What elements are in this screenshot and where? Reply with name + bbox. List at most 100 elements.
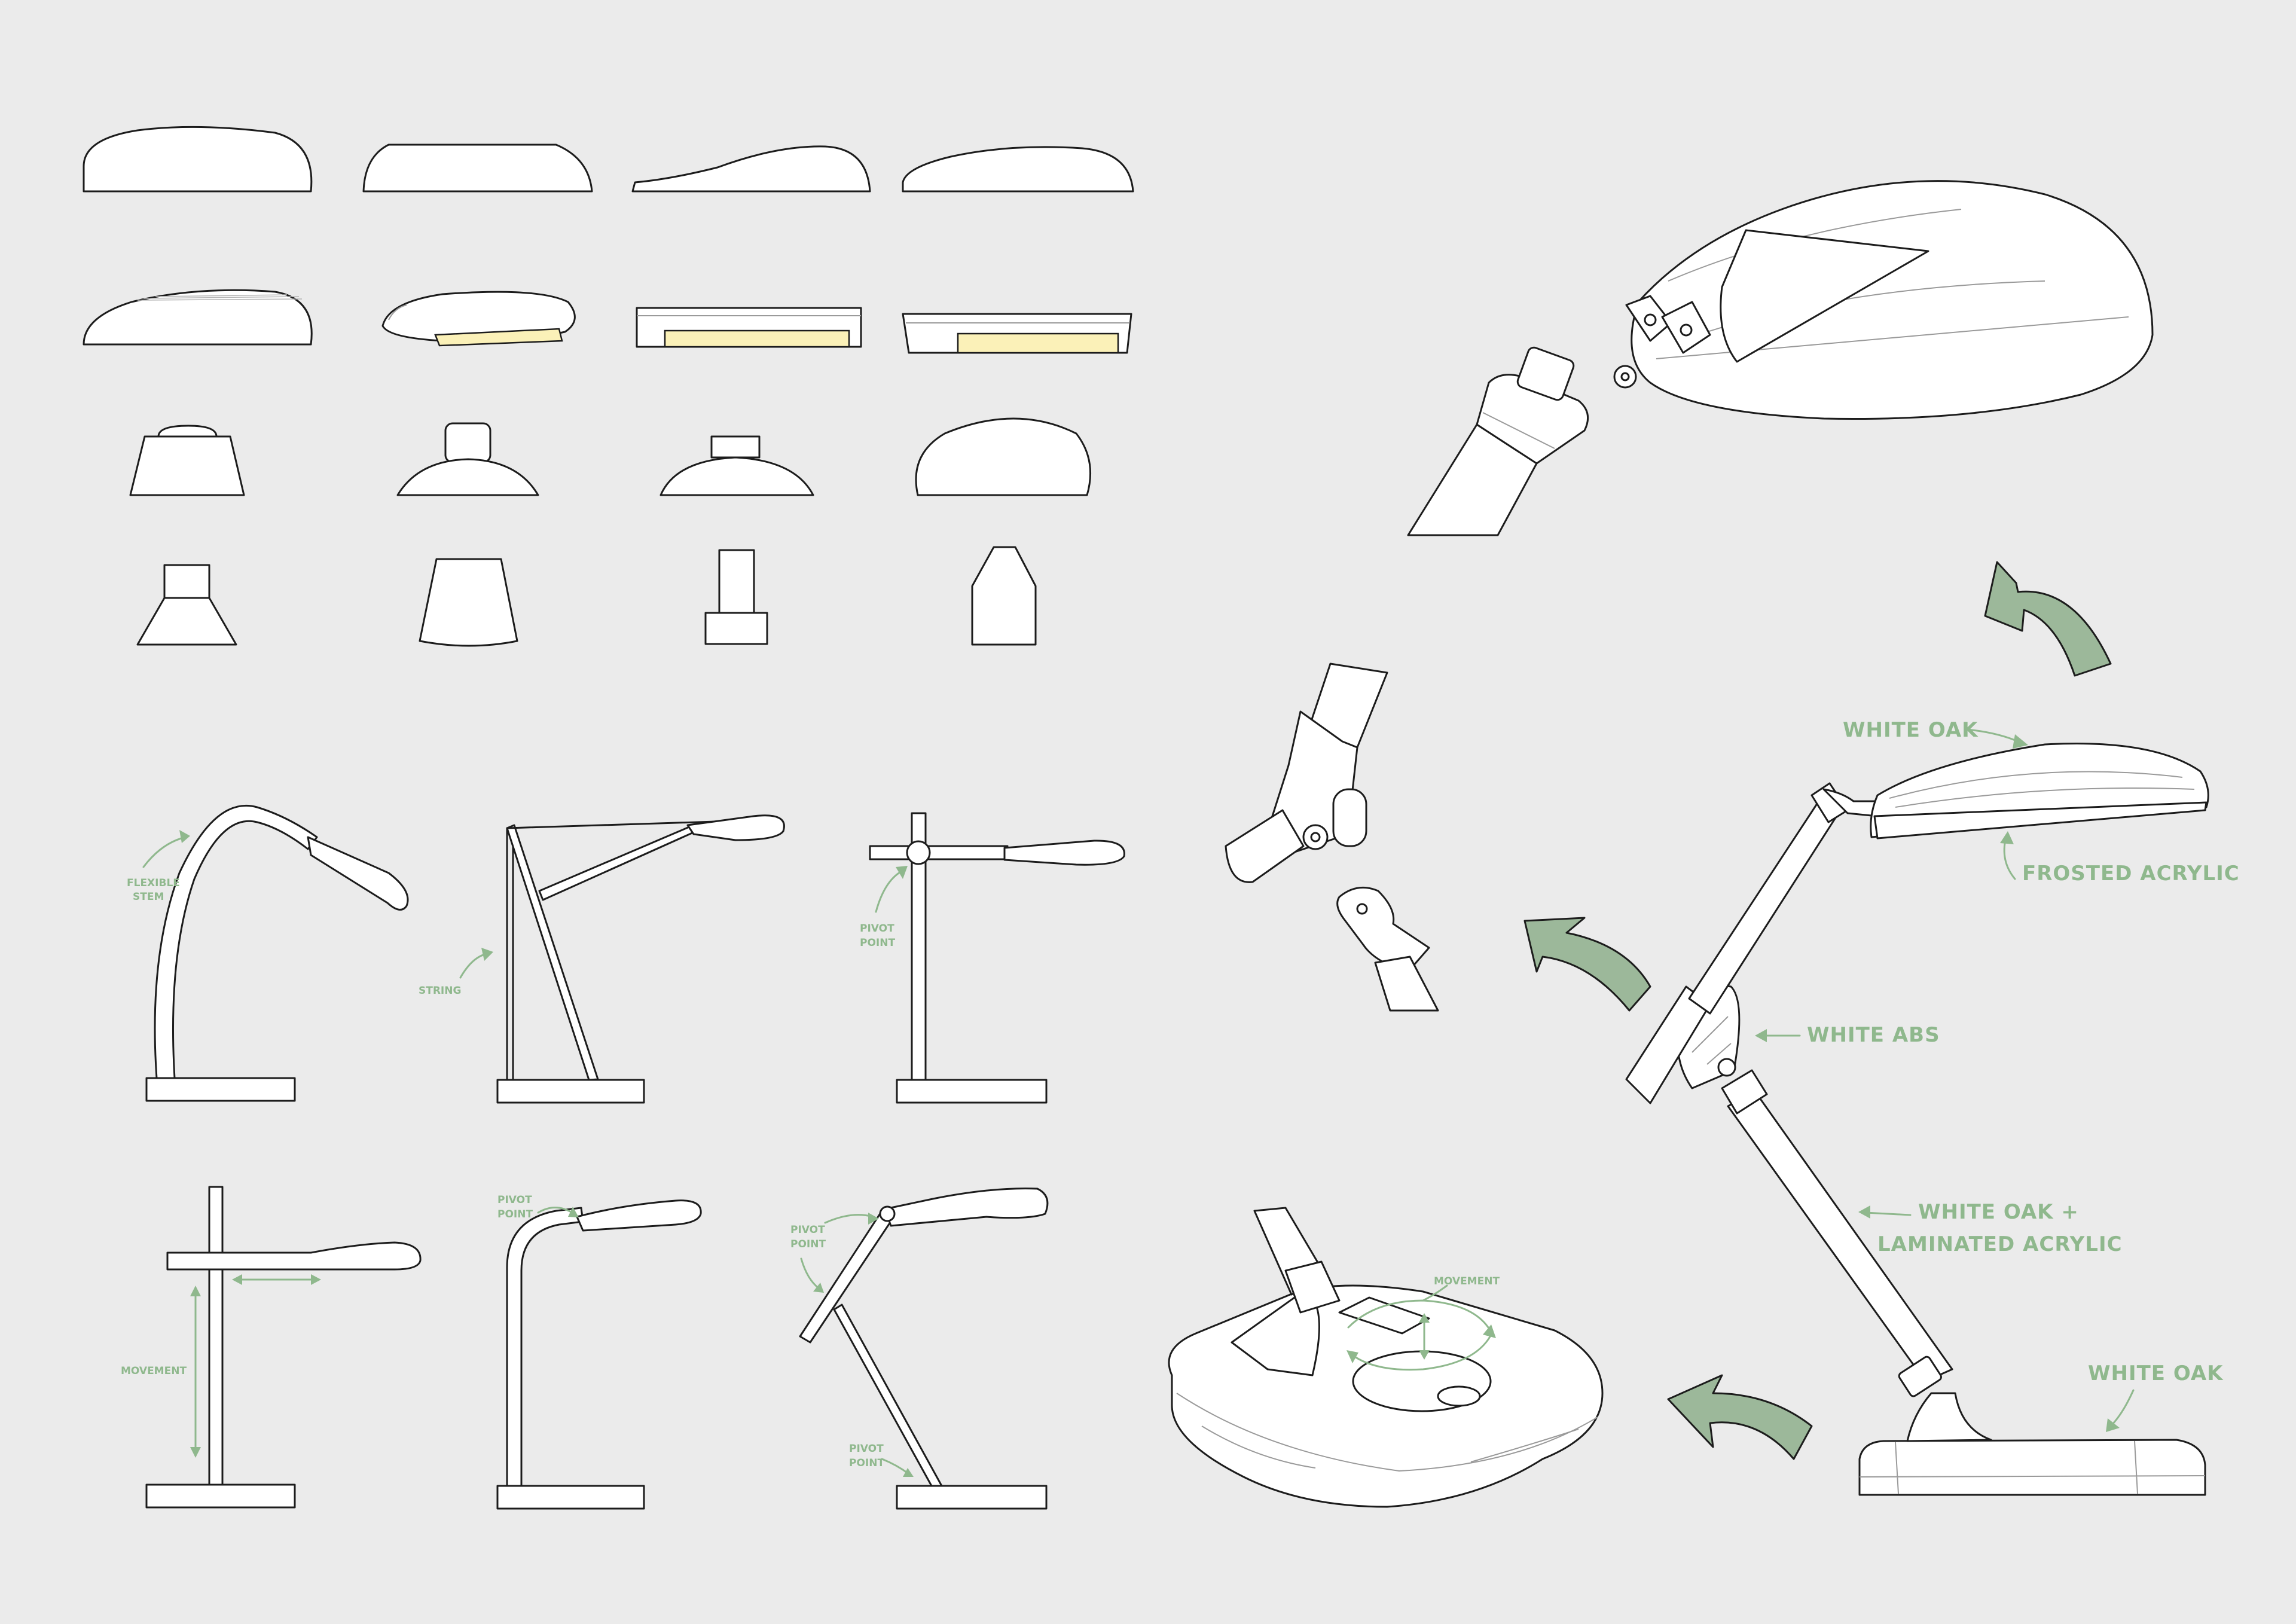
collar xyxy=(1898,1356,1942,1397)
lamp-concept-curved-pivot: PIVOT POINT xyxy=(496,1194,702,1510)
cap-study-3 xyxy=(660,435,814,496)
lamp-shade xyxy=(686,814,785,841)
curved-arrow-icon xyxy=(1523,917,1651,1012)
lamp-base xyxy=(896,1079,1048,1104)
label-stem: STEM xyxy=(133,891,164,903)
lamp-shade xyxy=(884,1188,1049,1227)
hinge-block xyxy=(1516,346,1575,401)
shade-profiles-row-2 xyxy=(83,289,1132,354)
lower-strut xyxy=(833,1304,943,1487)
label-frosted-acrylic: FROSTED ACRYLIC xyxy=(2022,862,2240,886)
stem-bases-row-4 xyxy=(136,546,1037,647)
dial-knob xyxy=(1437,1385,1481,1407)
label-white-abs: WHITE ABS xyxy=(1807,1023,1940,1047)
annotation-arrow xyxy=(1422,1284,1448,1302)
label-white-oak-plus: WHITE OAK + xyxy=(1918,1200,2079,1224)
lamp-concept-string: STRING xyxy=(419,814,785,1104)
lamp-base xyxy=(496,1079,645,1104)
frosted-diffuser xyxy=(1873,801,2208,840)
cap-study-1 xyxy=(129,425,245,496)
lamp-concept-sliding: MOVEMENT xyxy=(121,1186,422,1509)
diffuser-insert xyxy=(957,332,1119,354)
lamp-concept-pivot-cross: PIVOT POINT xyxy=(860,812,1125,1104)
detail-base: MOVEMENT xyxy=(1168,1207,1604,1508)
curved-arrow-icon xyxy=(1984,561,2112,677)
label-movement: MOVEMENT xyxy=(121,1365,187,1377)
shade-profile-3 xyxy=(631,145,871,193)
shade-profiles-row-1 xyxy=(83,126,1134,193)
label-pivot: PIVOT xyxy=(849,1443,884,1455)
label-point: POINT xyxy=(849,1457,884,1469)
shade-caps-row-3 xyxy=(129,417,1091,496)
label-point: POINT xyxy=(860,937,895,949)
label-pivot: PIVOT xyxy=(790,1224,825,1236)
stem-base-3 xyxy=(704,549,768,645)
lamp-shade xyxy=(307,836,409,911)
pivot-joint xyxy=(1717,1058,1736,1077)
lamp-base xyxy=(896,1485,1048,1510)
label-flexible: FLEXIBLE xyxy=(127,877,180,889)
shade-profile-1 xyxy=(83,126,313,193)
flexible-stem xyxy=(154,804,318,1079)
annotation-arrow xyxy=(1966,728,2019,743)
upper-stem xyxy=(1688,797,1842,1015)
shade-profile-4 xyxy=(902,146,1134,193)
shade-section-3 xyxy=(636,307,862,348)
annotation-arrow xyxy=(800,1257,820,1290)
shade-section-4 xyxy=(902,313,1132,354)
annotation-arrow xyxy=(459,953,488,979)
arm xyxy=(538,825,695,901)
lamp-concept-double-pivot: PIVOT POINT PIVOT POINT xyxy=(790,1188,1049,1510)
knuckle xyxy=(1332,788,1367,847)
lamp-base xyxy=(1858,1439,2206,1496)
stem-base-4 xyxy=(971,546,1037,646)
lower-knuckle xyxy=(1336,886,1430,973)
label-white-oak-top: WHITE OAK xyxy=(1843,718,1979,742)
collar xyxy=(1721,1069,1768,1115)
pivot-joint xyxy=(879,1205,896,1222)
hinge-pin xyxy=(1302,824,1329,850)
annotation-arrow xyxy=(1864,1211,1912,1216)
vertical-post xyxy=(208,1186,224,1486)
material-annotations: WHITE OAK FROSTED ACRYLIC WHITE ABS WHIT… xyxy=(1755,718,2240,1432)
shade-section-2 xyxy=(381,291,576,347)
pivot-joint xyxy=(906,840,931,865)
detail-joint xyxy=(1225,663,1439,1012)
label-pivot: PIVOT xyxy=(860,923,894,935)
lamp-shade-head xyxy=(1631,180,2154,420)
annotation-arrow xyxy=(2109,1389,2135,1427)
cap-study-4 xyxy=(915,417,1091,496)
vertical-post xyxy=(911,812,927,1081)
hinge-bracket xyxy=(1661,301,1711,354)
diffuser-insert xyxy=(664,329,850,348)
curved-arrow-icon xyxy=(1667,1374,1813,1460)
diffuser-insert xyxy=(434,328,563,347)
cap-study-2 xyxy=(396,422,539,496)
lower-tube xyxy=(1374,956,1439,1012)
curved-stem xyxy=(506,1207,584,1487)
annotation-arrow xyxy=(142,836,187,868)
label-pivot: PIVOT xyxy=(497,1194,532,1206)
detail-shade-head xyxy=(1407,180,2154,536)
label-string: STRING xyxy=(419,985,461,997)
lamp-concept-flexible-stem: FLEXIBLE STEM xyxy=(127,804,409,1102)
angled-strut xyxy=(506,824,599,1081)
horizontal-arm xyxy=(869,845,1009,860)
stem-base-2 xyxy=(419,558,518,647)
horizontal-arm xyxy=(166,1241,422,1271)
lamp-base xyxy=(145,1077,296,1102)
shade-profile-2 xyxy=(362,144,593,193)
base-foot xyxy=(1906,1392,1992,1442)
label-laminated-acrylic: LAMINATED ACRYLIC xyxy=(1877,1232,2123,1256)
label-white-oak-base: WHITE OAK xyxy=(2088,1362,2224,1385)
joint-tube xyxy=(1225,809,1305,883)
vertical-stem xyxy=(506,827,514,1081)
lamp-shade xyxy=(1003,840,1125,866)
lamp-shade xyxy=(576,1199,702,1232)
annotation-arrow xyxy=(875,869,905,913)
annotation-arrow xyxy=(881,1458,910,1475)
annotation-arrow xyxy=(824,1214,874,1224)
assembled-lamp xyxy=(1625,742,2209,1496)
label-point: POINT xyxy=(790,1238,826,1250)
